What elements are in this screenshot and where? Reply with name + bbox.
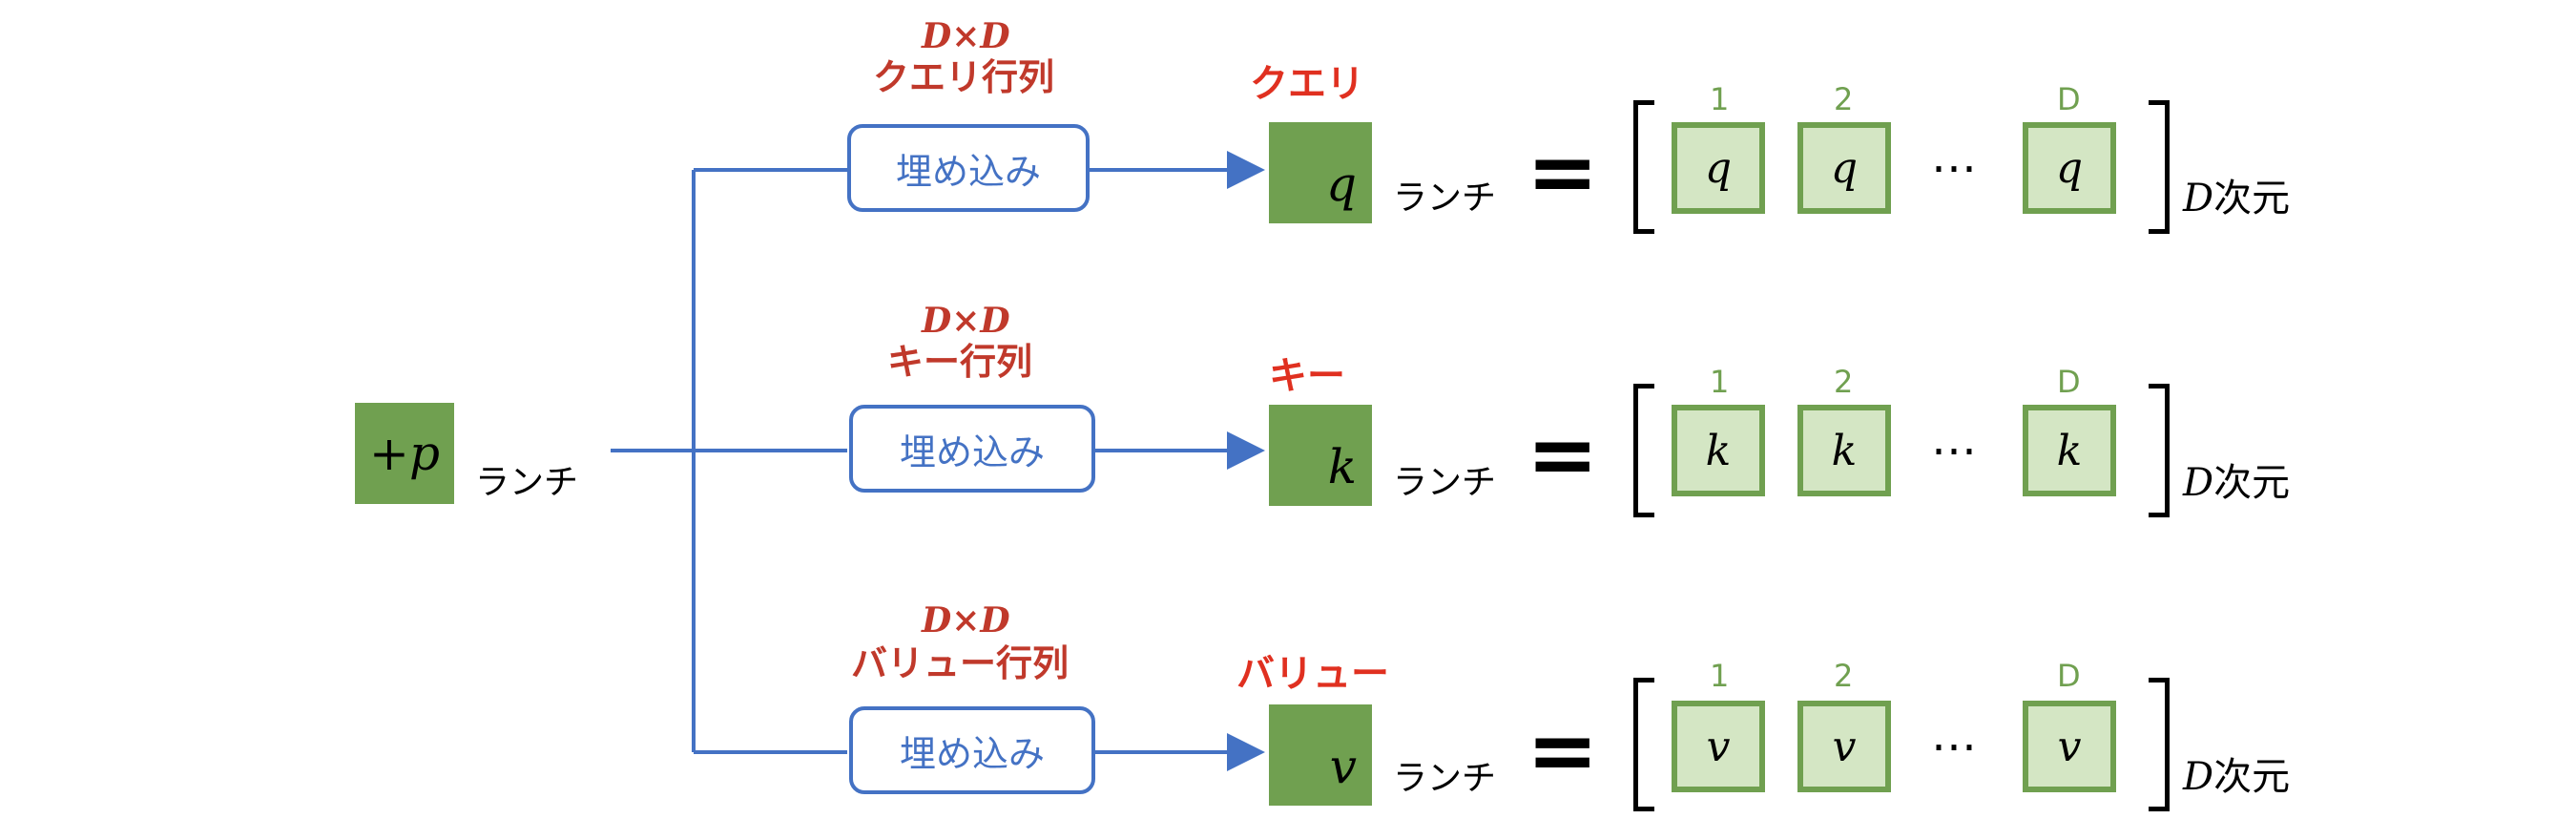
query-component-2-symbol: q <box>1830 143 1859 193</box>
value-token: ランチ <box>1393 759 1497 798</box>
query-component-1-symbol: q <box>1704 143 1733 193</box>
query-equals: = <box>1527 122 1599 222</box>
query-dimension-suffix: 次元 <box>2213 177 2291 220</box>
query-vector-name: クエリ <box>1250 62 1364 106</box>
value-dimension-symbol: D <box>2183 755 2214 799</box>
query-dimension-label: D次元 <box>2183 179 2290 218</box>
query-index-1: 1 <box>1710 81 1730 117</box>
value-component-2: v <box>1797 701 1891 792</box>
value-left-bracket <box>1633 678 1654 811</box>
value-index-d: D <box>2057 658 2081 694</box>
value-component-d: v <box>2023 701 2116 792</box>
value-ellipsis: ⋯ <box>1931 720 1977 773</box>
value-index-2: 2 <box>1834 658 1854 694</box>
key-index-2: 2 <box>1834 364 1854 400</box>
value-component-2-symbol: v <box>1832 722 1857 771</box>
query-vector: q <box>1269 122 1372 223</box>
key-dimension-symbol: D <box>2183 461 2214 505</box>
key-component-2-symbol: k <box>1831 426 1858 475</box>
value-embed-box: 埋め込み <box>849 706 1095 794</box>
value-embed-label: 埋め込み <box>899 732 1045 775</box>
value-vector: v <box>1269 704 1372 806</box>
key-equals: = <box>1527 405 1599 505</box>
value-right-bracket <box>2149 678 2170 811</box>
key-right-bracket <box>2149 384 2170 517</box>
query-token: ランチ <box>1393 178 1497 218</box>
key-left-bracket <box>1633 384 1654 517</box>
query-component-2: q <box>1797 122 1891 214</box>
value-dimension-label: D次元 <box>2183 758 2290 796</box>
key-matrix-name: キー行列 <box>887 341 1033 383</box>
query-index-2: 2 <box>1834 81 1854 117</box>
query-matrix-name: クエリ行列 <box>873 56 1055 98</box>
value-equals: = <box>1527 701 1599 801</box>
key-matrix-dim: D×D <box>922 301 1010 341</box>
query-dimension-symbol: D <box>2183 177 2214 220</box>
value-index-1: 1 <box>1710 658 1730 694</box>
key-dimension-label: D次元 <box>2183 464 2290 502</box>
key-vector-name: キー <box>1269 354 1345 398</box>
query-component-d-symbol: q <box>2055 143 2084 193</box>
key-vector: k <box>1269 405 1372 506</box>
query-matrix-dim: D×D <box>922 16 1010 56</box>
key-index-1: 1 <box>1710 364 1730 400</box>
query-symbol: q <box>1325 157 1357 212</box>
query-left-bracket <box>1633 100 1654 234</box>
value-vector-name: バリュー <box>1236 652 1389 696</box>
key-symbol: k <box>1327 439 1357 494</box>
key-component-1-symbol: k <box>1705 426 1732 475</box>
query-right-bracket <box>2149 100 2170 234</box>
key-ellipsis: ⋯ <box>1931 424 1977 477</box>
query-component-d: q <box>2023 122 2116 214</box>
value-component-1-symbol: v <box>1706 722 1731 771</box>
input-token: ランチ <box>475 463 579 502</box>
key-component-1: k <box>1672 405 1765 496</box>
value-component-1: v <box>1672 701 1765 792</box>
query-component-1: q <box>1672 122 1765 214</box>
key-index-d: D <box>2057 364 2081 400</box>
value-matrix-dim: D×D <box>922 600 1010 640</box>
key-component-d: k <box>2023 405 2116 496</box>
input-vector: +p <box>355 403 454 504</box>
input-symbol: +p <box>369 426 440 481</box>
value-matrix-name: バリュー行列 <box>851 642 1070 684</box>
key-dimension-suffix: 次元 <box>2213 461 2291 505</box>
query-ellipsis: ⋯ <box>1931 141 1977 195</box>
key-token: ランチ <box>1393 463 1497 502</box>
query-embed-box: 埋め込み <box>847 124 1090 212</box>
key-component-d-symbol: k <box>2056 426 2083 475</box>
query-embed-label: 埋め込み <box>895 150 1041 193</box>
query-index-d: D <box>2057 81 2081 117</box>
value-dimension-suffix: 次元 <box>2213 755 2291 799</box>
key-embed-label: 埋め込み <box>899 430 1045 473</box>
key-component-2: k <box>1797 405 1891 496</box>
value-component-d-symbol: v <box>2057 722 2082 771</box>
value-symbol: v <box>1329 739 1357 794</box>
key-embed-box: 埋め込み <box>849 405 1095 493</box>
